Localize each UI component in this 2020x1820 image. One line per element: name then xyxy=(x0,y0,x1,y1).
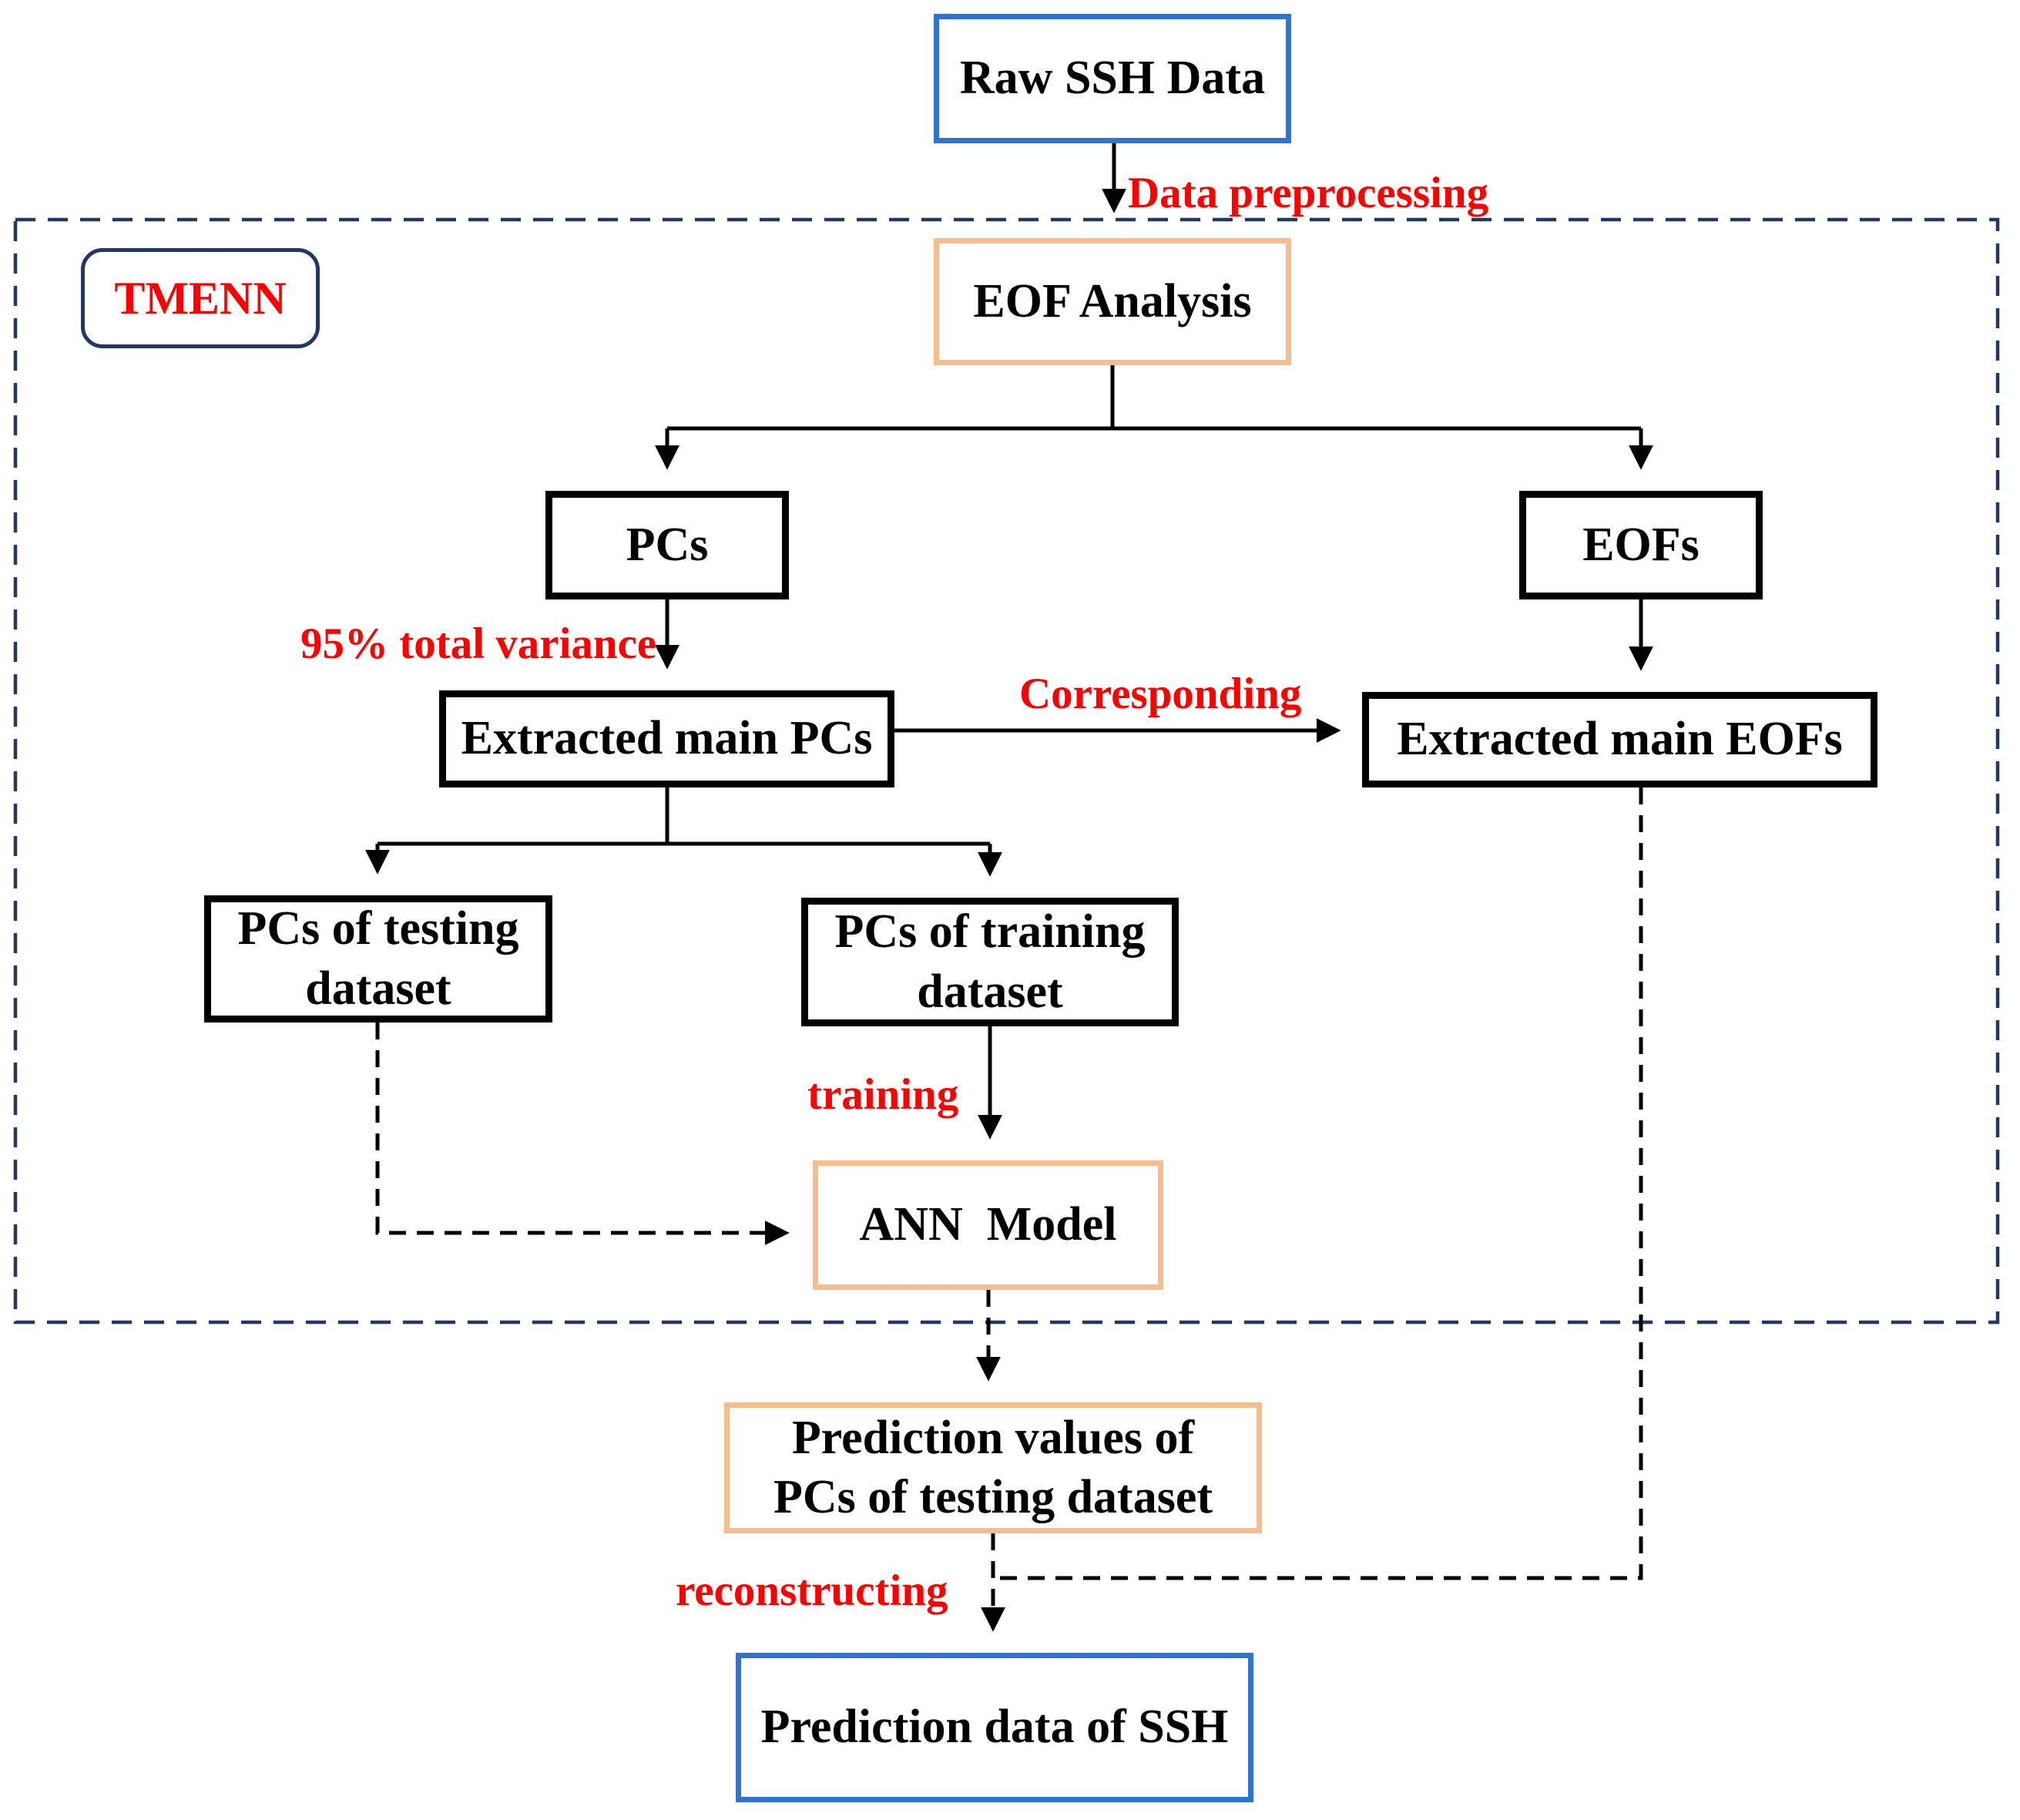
tmenn-badge: TMENN xyxy=(81,248,320,348)
node-ann-model-label: ANN Model xyxy=(859,1198,1117,1251)
node-prediction-values: Prediction values of PCs of testing data… xyxy=(724,1402,1262,1533)
node-prediction-values-line1: Prediction values of xyxy=(791,1411,1195,1464)
tmenn-dashed-container xyxy=(13,217,2000,1325)
node-pcs-of-testing-dataset: PCs of testing dataset xyxy=(204,895,552,1022)
node-extracted-main-pcs-label: Extracted main PCs xyxy=(461,712,873,765)
node-pcs-of-testing-dataset-line1: PCs of testing xyxy=(237,902,519,955)
node-extracted-main-eofs-label: Extracted main EOFs xyxy=(1397,713,1843,766)
edge-label-95-total-variance: 95% total variance xyxy=(300,620,657,668)
edge-extracted-eofs-to-junction-dashed xyxy=(994,787,1643,1580)
edge-label-data-preprocessing: Data preprocessing xyxy=(1128,169,1489,217)
node-extracted-main-pcs: Extracted main PCs xyxy=(439,690,894,787)
node-pcs-of-training-dataset: PCs of training dataset xyxy=(801,898,1179,1026)
node-eofs-label: EOFs xyxy=(1582,518,1700,571)
node-pcs: PCs xyxy=(545,491,789,599)
edge-label-training: training xyxy=(807,1070,959,1119)
edge-testing-to-ann-dashed xyxy=(375,1022,790,1246)
edge-extracted-pcs-split xyxy=(377,787,990,846)
node-extracted-main-eofs: Extracted main EOFs xyxy=(1362,692,1877,787)
node-eof-analysis-label: EOF Analysis xyxy=(973,274,1252,327)
node-pcs-of-training-dataset-line1: PCs of training xyxy=(834,905,1146,958)
node-eof-analysis: EOF Analysis xyxy=(934,238,1291,365)
node-ann-model: ANN Model xyxy=(813,1160,1163,1290)
node-pcs-label: PCs xyxy=(626,518,709,571)
edge-eof-analysis-branch xyxy=(667,365,1641,431)
node-raw-ssh-data-label: Raw SSH Data xyxy=(959,52,1266,105)
edge-label-reconstructing: reconstructing xyxy=(676,1566,948,1615)
node-pcs-of-training-dataset-line2: dataset xyxy=(917,965,1063,1018)
edge-label-corresponding: Corresponding xyxy=(1019,670,1302,718)
tmenn-badge-label: TMENN xyxy=(114,272,287,324)
node-eofs: EOFs xyxy=(1519,491,1763,599)
node-pcs-of-testing-dataset-line2: dataset xyxy=(305,962,451,1015)
node-prediction-values-line2: PCs of testing dataset xyxy=(773,1471,1213,1523)
node-prediction-data-of-ssh-label: Prediction data of SSH xyxy=(760,1701,1229,1754)
node-raw-ssh-data: Raw SSH Data xyxy=(934,14,1291,143)
node-prediction-data-of-ssh: Prediction data of SSH xyxy=(736,1653,1253,1802)
